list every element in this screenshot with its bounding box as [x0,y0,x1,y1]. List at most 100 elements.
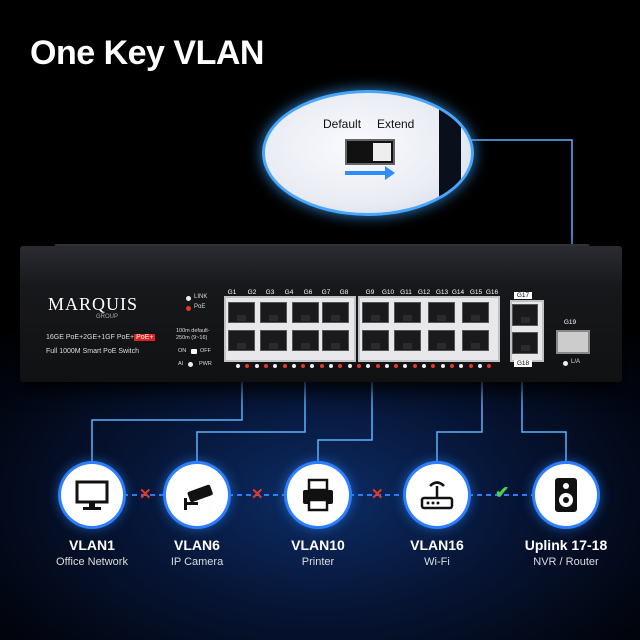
port-label: G6 [303,289,313,296]
brand-sub: GROUP [96,314,119,320]
rj45-port[interactable] [228,302,255,323]
rj45-port[interactable] [322,330,349,351]
rj45-port[interactable] [428,330,455,351]
port-led-icon [347,364,352,368]
extend-label: Extend [377,117,415,131]
rj45-port[interactable] [362,302,389,323]
vlan-name: VLAN1 [69,537,115,553]
port-led-icon [245,364,250,368]
rj45-port[interactable] [462,302,489,323]
g17-label: G17 [514,292,532,299]
port-label: G10 [381,289,395,296]
rj45-port[interactable] [228,330,255,351]
mode-line-2: 250m (9~16) [176,335,208,341]
blocked-x-icon: ✕ [371,486,384,503]
vlan-desc: IP Camera [170,556,224,568]
port-label: G3 [265,289,275,296]
port-label: G4 [284,289,294,296]
vlan-desc: NVR / Router [533,556,599,568]
vlan-desc: Office Network [56,556,128,568]
rj45-port[interactable] [394,302,421,323]
poe-led-icon [186,306,191,311]
brand-logo: MARQUIS [48,294,139,314]
ai-button[interactable] [188,362,193,367]
port-label: G1 [227,289,237,296]
rj45-port[interactable] [260,302,287,323]
model-line-1: 16GE PoE+2GE+1GF PoE+PoE+ [46,334,156,341]
pwr-label: PWR [199,361,212,367]
port-led-icon [310,364,315,368]
port-label: G12 [417,289,431,296]
rj45-port[interactable] [260,330,287,351]
poe-led-label: PoE [194,304,206,310]
rj45-port[interactable] [322,302,349,323]
model-line-2: Full 1000M Smart PoE Switch [46,348,139,355]
rj45-port[interactable] [462,330,489,351]
arrow-right-icon [345,171,389,175]
page-title: One Key VLAN [30,34,264,72]
port-led-icon [301,364,306,368]
ai-label: AI [178,361,184,367]
port-led-icon [319,364,324,368]
port-led-icon [254,364,259,368]
blocked-x-icon: ✕ [251,486,264,503]
port-led-icon [291,364,296,368]
port-label: G14 [451,289,465,296]
port-led-icon [477,364,482,368]
port-led-icon [431,364,436,368]
port-led-icon [449,364,454,368]
arrow-head-icon [385,166,395,180]
connector-vlan10 [317,368,373,474]
rj45-port[interactable] [394,330,421,351]
sfp-port[interactable] [556,330,590,354]
port-led-icon [263,364,268,368]
port-led-icon [487,364,492,368]
mode-on: ON [178,348,187,354]
speaker-icon [535,464,597,526]
port-led-icon [366,364,371,368]
la-led-icon [563,361,568,366]
port-label: G15 [469,289,483,296]
rj45-port[interactable] [362,330,389,351]
default-label: Default [323,117,362,131]
port-led-icon [384,364,389,368]
port-led-icon [403,364,408,368]
vlan-name: VLAN6 [174,537,220,553]
vlan-name: Uplink 17-18 [524,537,608,553]
rj45-port[interactable] [428,302,455,323]
port-led-icon [273,364,278,368]
rj45-port[interactable] [292,330,319,351]
printer-icon [287,464,349,526]
dip-switch[interactable] [345,139,395,165]
allowed-check-icon: ✔ [495,483,510,502]
port-led-icon [329,364,333,368]
port-led-icon [236,364,240,368]
vlan-desc: Wi-Fi [424,556,450,568]
port-led-icon [459,364,464,368]
port-led-icon [440,364,445,368]
uplink-port-g18[interactable] [512,332,538,354]
connector-vlan1 [91,368,243,474]
vlan-desc: Printer [301,556,335,568]
port-label: G16 [485,289,499,296]
connector-uplink [521,372,567,474]
dip-knob [373,143,391,161]
port-label: G13 [435,289,449,296]
rj45-port[interactable] [292,302,319,323]
uplink-port-g17[interactable] [512,304,538,326]
link-led-label: LINK [194,294,208,300]
port-led-icon [422,364,426,368]
connector-vlan16 [436,368,483,474]
device-edge [439,93,461,213]
dip-switch-zoom: Default Extend [262,90,474,216]
port-led-icon [412,364,417,368]
g19-label: G19 [563,319,577,326]
poe-badge: PoE+ [134,334,156,341]
port-led-icon [394,364,399,368]
mode-toggle[interactable] [191,349,197,354]
connector-vlan6 [196,368,306,474]
vlan-name: VLAN16 [410,537,464,553]
port-label: G8 [339,289,349,296]
